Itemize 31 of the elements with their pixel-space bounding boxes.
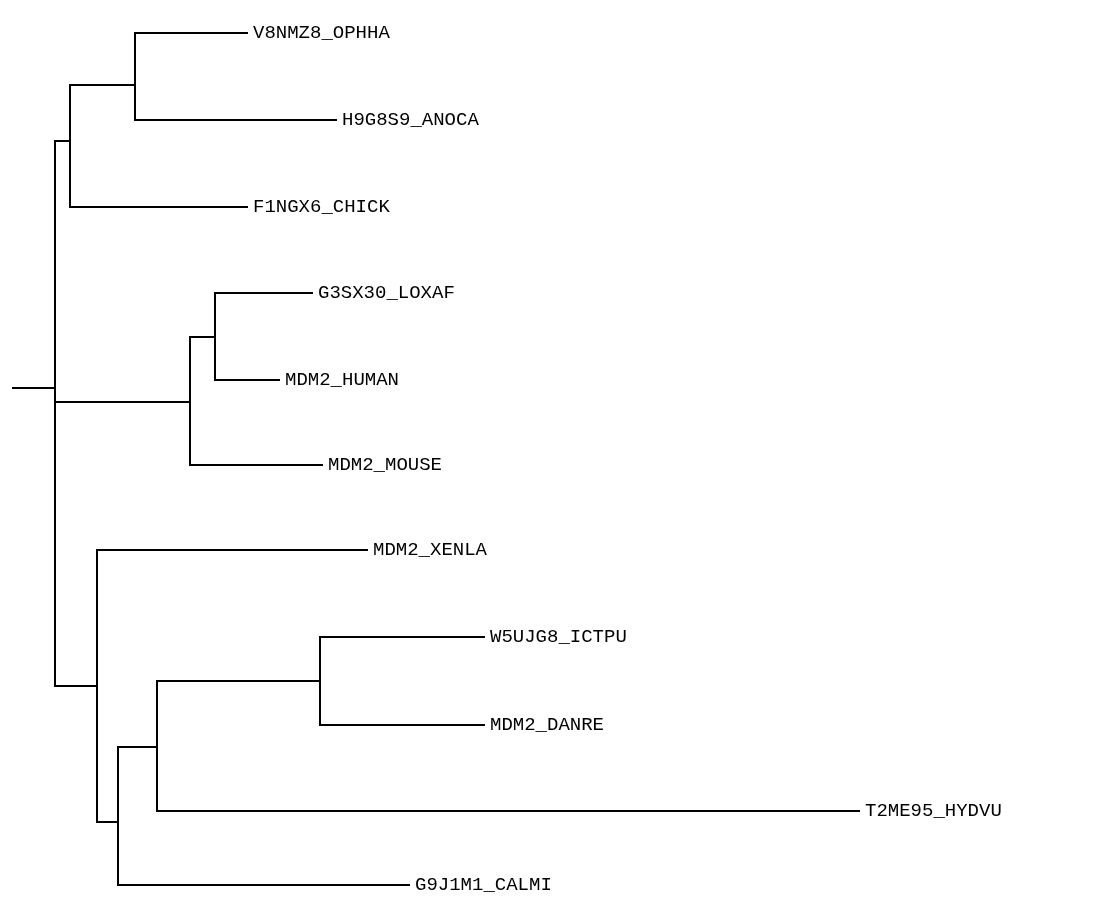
species-label: V8NMZ8_OPHHA: [248, 21, 390, 45]
species-label: MDM2_XENLA: [368, 538, 488, 562]
branch-line: [97, 821, 118, 823]
branch-line: [70, 84, 135, 86]
species-label: G3SX30_LOXAF: [313, 281, 455, 305]
branch-line: [97, 549, 369, 551]
species-label: H9G8S9_ANOCA: [337, 108, 479, 132]
branch-line: [157, 680, 320, 682]
branch-line: [157, 810, 861, 812]
species-label: W5UJG8_ICTPU: [485, 625, 627, 649]
branch-line: [135, 32, 249, 34]
species-label: G9J1M1_CALMI: [410, 873, 552, 897]
species-label: MDM2_MOUSE: [323, 453, 443, 477]
branch-line: [55, 140, 70, 142]
branch-line: [215, 379, 281, 381]
branch-line: [55, 401, 190, 403]
species-label: MDM2_HUMAN: [280, 368, 400, 392]
branch-line: [11, 387, 55, 389]
branch-line: [70, 206, 249, 208]
branch-line: [55, 685, 97, 687]
species-label: MDM2_DANRE: [485, 713, 605, 737]
species-label: T2ME95_HYDVU: [860, 799, 1002, 823]
branch-line: [118, 746, 157, 748]
species-label: F1NGX6_CHICK: [248, 195, 390, 219]
branch-line: [190, 464, 324, 466]
branch-line: [215, 292, 314, 294]
branch-line: [135, 119, 338, 121]
branch-line: [320, 636, 486, 638]
branch-line: [118, 884, 411, 886]
branch-line: [190, 336, 215, 338]
branch-line: [320, 724, 486, 726]
